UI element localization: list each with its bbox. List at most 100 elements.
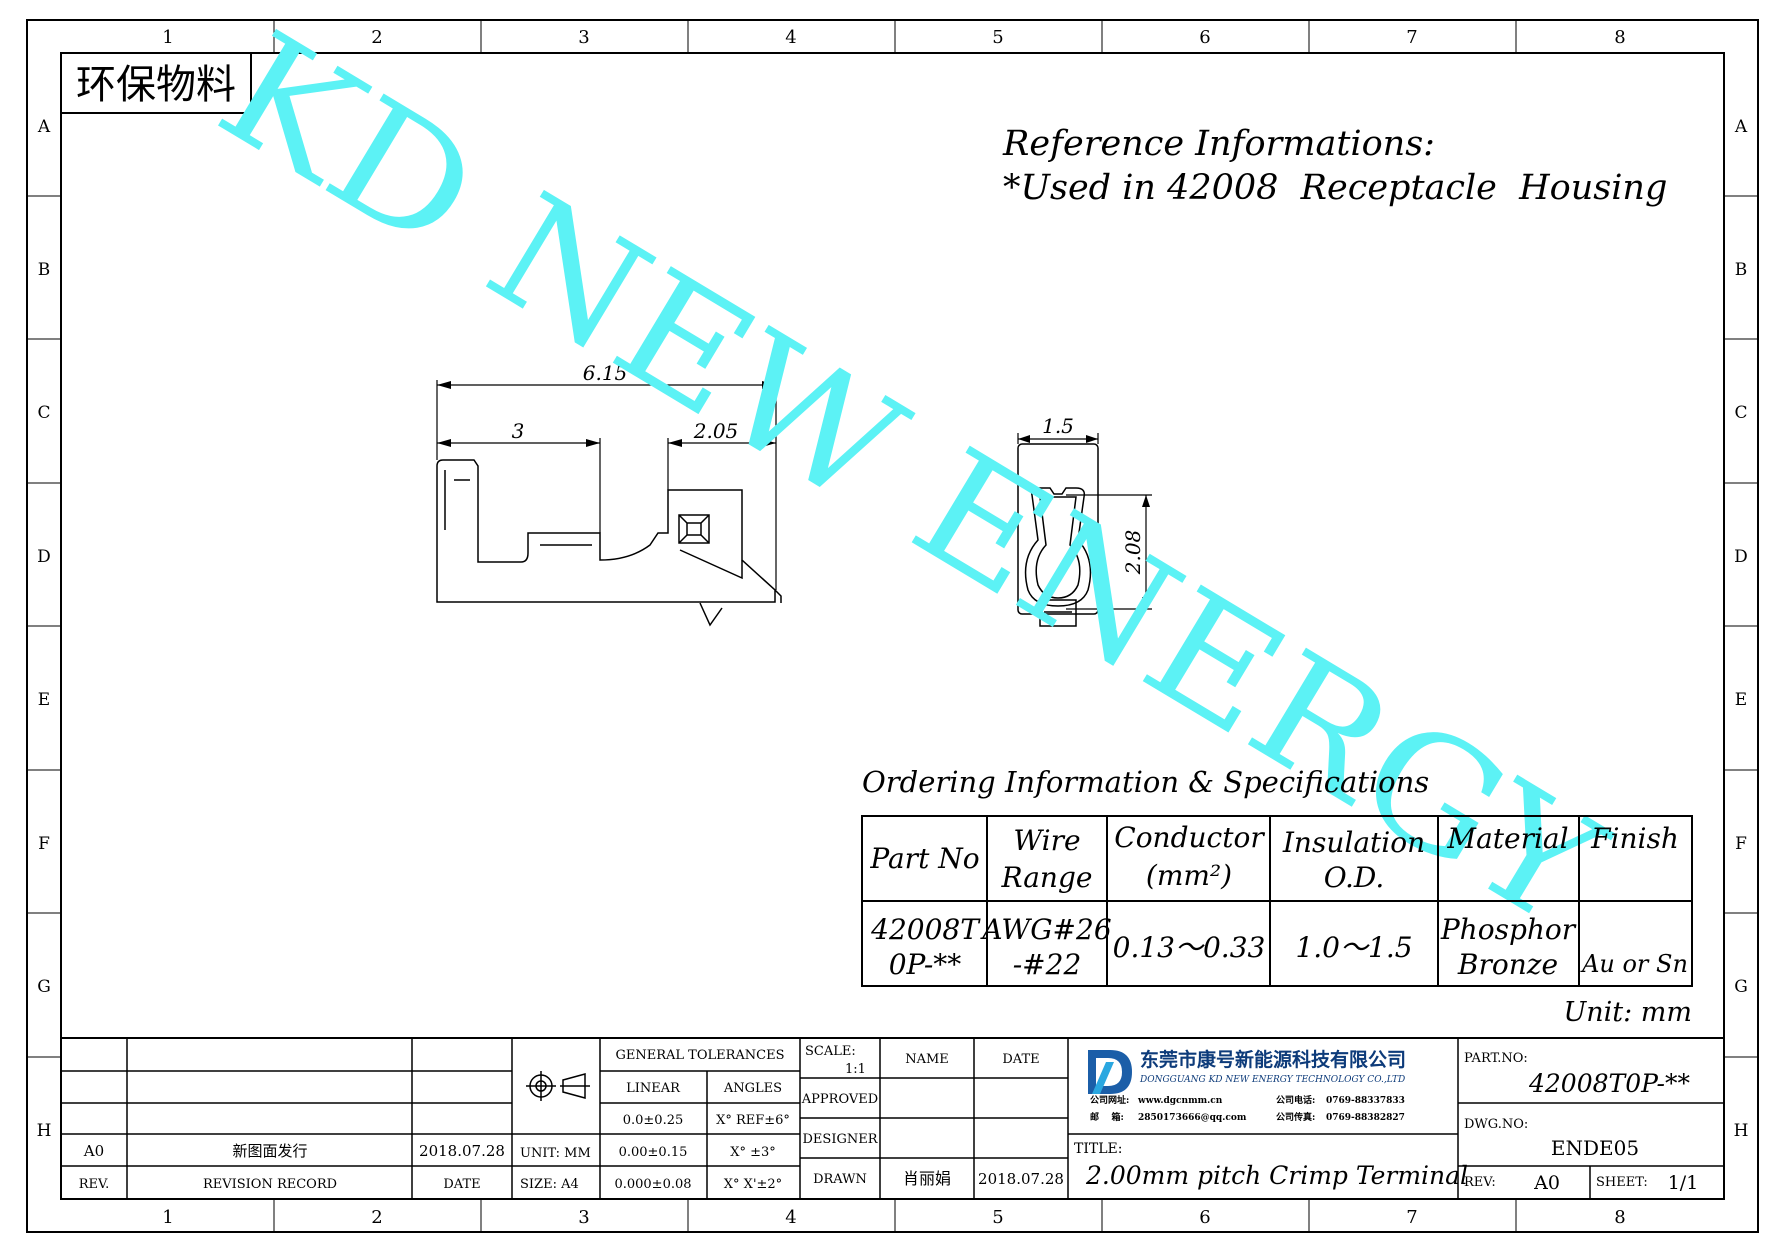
col-label-3-top: 3 [578,27,589,48]
company-contact-1-label: 公司网址: [1090,1094,1129,1106]
row-label-d-right: D [1734,547,1748,567]
sheet-label: SHEET: [1596,1175,1648,1190]
company-contact-1-value: www.dgcnmm.cn [1137,1096,1223,1106]
drawn-date: 2018.07.28 [978,1170,1064,1188]
name-header: NAME [905,1052,949,1067]
revision-date: 2018.07.28 [419,1142,505,1160]
header-conductor-line2: (mm²) [1146,859,1232,892]
col-label-6-top: 6 [1199,27,1210,48]
part-no-label: PART.NO: [1464,1051,1528,1066]
tolerance-angle-3: X° X'±2° [724,1177,782,1192]
dimension-height: 2.08 [1121,530,1145,576]
tolerance-linear-2: 0.00±0.15 [619,1145,688,1160]
col-label-3-bottom: 3 [578,1207,589,1228]
eco-label: 环保物料 [76,62,236,108]
unit-note: Unit: mm [1563,997,1692,1028]
tolerances-linear-label: LINEAR [626,1081,681,1096]
front-view-dimensions [1017,433,1152,610]
header-part-no: Part No [869,842,979,875]
ordering-table [861,815,1693,987]
cell-conductor: 0.13～0.33 [1113,931,1266,964]
row-label-a-left: A [37,117,51,137]
revision-header-date: DATE [443,1177,480,1192]
col-label-1-top: 1 [162,27,173,48]
revision-header-record: REVISION RECORD [203,1177,337,1192]
revision-record: 新图面发行 [232,1142,307,1160]
row-label-c-left: C [37,403,50,423]
col-label-6-bottom: 6 [1199,1207,1210,1228]
drawing-title: 2.00mm pitch Crimp Terminal [1085,1161,1468,1190]
reference-line-1: Reference Informations: [1002,124,1435,164]
dwg-no-label: DWG.NO: [1464,1117,1528,1132]
projection-symbol-icon [526,1071,590,1101]
tolerances-angles-label: ANGLES [723,1081,782,1096]
col-label-1-bottom: 1 [162,1207,173,1228]
company-contact-2-value: 0769-88337833 [1326,1096,1405,1106]
header-material: Material [1446,822,1568,855]
col-label-8-bottom: 8 [1614,1207,1625,1228]
col-label-2-top: 2 [371,27,382,48]
size-label: SIZE: A4 [520,1177,579,1192]
header-wire-range-line2: Range [1001,861,1093,894]
title-label: TITLE: [1074,1141,1122,1157]
tolerances-title: GENERAL TOLERANCES [615,1048,784,1063]
row-label-f-right: F [1735,834,1747,854]
tolerance-linear-3: 0.000±0.08 [614,1177,691,1192]
cell-wire-range-line2: -#22 [1013,948,1082,981]
col-label-4-bottom: 4 [785,1207,796,1228]
cell-wire-range-line1: AWG#26 [979,913,1111,946]
scale-value: 1:1 [845,1062,866,1077]
cell-finish: Au or Sn [1580,950,1688,978]
row-label-a-right: A [1734,117,1748,137]
rev-label: REV: [1464,1175,1496,1190]
drawn-name: 肖丽娟 [903,1169,951,1188]
col-label-8-top: 8 [1614,27,1625,48]
header-conductor-line1: Conductor [1114,821,1265,854]
row-label-g-right: G [1734,977,1748,997]
col-label-7-bottom: 7 [1406,1207,1417,1228]
dimension-width: 1.5 [1042,414,1074,438]
approved-label: APPROVED [801,1092,878,1107]
dimension-contact-length: 2.05 [693,419,739,443]
company-contact-4-label: 公司传真: [1276,1111,1315,1123]
company-contact-2-label: 公司电话: [1276,1094,1315,1106]
header-insulation-line1: Insulation [1282,826,1425,859]
terminal-side-view [436,459,782,627]
row-label-h-right: H [1734,1121,1749,1141]
scale-label: SCALE: [805,1044,856,1059]
terminal-front-view [1017,443,1099,627]
revision-header-rev: REV. [79,1177,110,1192]
row-label-b-right: B [1735,260,1748,280]
revision-rev: A0 [83,1142,104,1160]
cell-insulation: 1.0～1.5 [1295,931,1412,964]
tolerance-linear-1: 0.0±0.25 [623,1113,684,1128]
row-label-b-left: B [38,260,51,280]
ordering-title: Ordering Information & Specifications [862,765,1429,799]
drawn-label: DRAWN [813,1172,867,1187]
sheet-value: 1/1 [1668,1172,1699,1194]
company-name-cn: 东莞市康号新能源科技有限公司 [1140,1048,1406,1071]
company-contact-3-value: 2850173666@qq.com [1138,1113,1247,1123]
cell-part-no-line2: 0P-** [889,948,962,981]
eco-label-box [60,52,252,114]
company-contact-4-value: 0769-88382827 [1326,1113,1405,1123]
rev-value: A0 [1533,1172,1560,1194]
header-wire-range-line1: Wire [1013,824,1080,857]
company-logo-icon [1088,1050,1132,1094]
col-label-2-bottom: 2 [371,1207,382,1228]
dimension-overall-length: 6.15 [583,361,628,385]
col-label-7-top: 7 [1406,27,1417,48]
tolerance-angle-1: X° REF±6° [716,1113,790,1128]
col-label-5-bottom: 5 [992,1207,1003,1228]
reference-line-2: *Used in 42008 Receptacle Housing [1003,168,1667,208]
col-label-5-top: 5 [992,27,1003,48]
part-no-value: 42008T0P-** [1528,1069,1691,1098]
row-label-h-left: H [37,1121,52,1141]
unit-label: UNIT: MM [520,1146,591,1161]
col-label-4-top: 4 [785,27,796,48]
cell-material-line1: Phosphor [1440,913,1577,946]
row-label-e-left: E [38,690,50,710]
header-finish: Finish [1590,822,1679,855]
row-label-g-left: G [37,977,51,997]
